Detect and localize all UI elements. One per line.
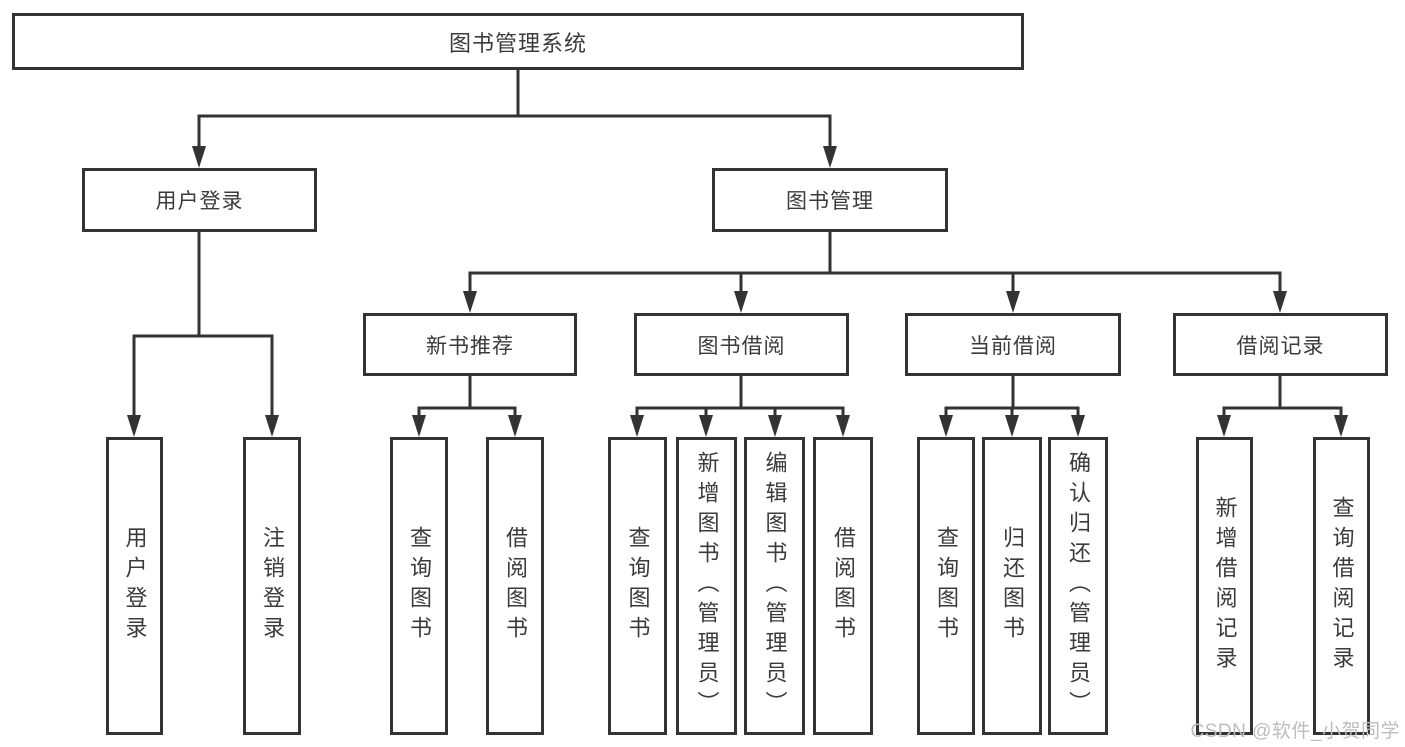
- node-book-management: 图书管理: [712, 168, 948, 232]
- leaf-label: 查询图书: [934, 526, 959, 646]
- leaf-label: 查询图书: [407, 526, 432, 646]
- leaf-label: 借阅图书: [831, 526, 856, 646]
- node-current-borrow: 当前借阅: [905, 313, 1121, 376]
- leaf-label: 注销登录: [260, 526, 285, 646]
- leaf-label: 查询借阅记录: [1329, 496, 1355, 676]
- leaf-label: 查询图书: [625, 526, 651, 646]
- node-user-login: 用户登录: [82, 168, 317, 232]
- node-label: 新书推荐: [426, 334, 514, 358]
- node-label: 借阅记录: [1236, 334, 1325, 358]
- leaf-confirm-return-admin: 确认归还（管理员）: [1048, 437, 1108, 735]
- leaf-label: 新增借阅记录: [1212, 496, 1238, 676]
- node-new-book-recommend: 新书推荐: [363, 313, 577, 376]
- leaf-return-books: 归还图书: [982, 437, 1042, 735]
- leaf-label: 新增图书（管理员）: [694, 451, 720, 721]
- leaf-query-books-current: 查询图书: [917, 437, 975, 735]
- node-label: 图书管理: [786, 190, 874, 213]
- leaf-borrow-books-recommend: 借阅图书: [486, 437, 544, 735]
- leaf-logout: 注销登录: [243, 437, 301, 735]
- node-library-management-system: 图书管理系统: [12, 13, 1024, 70]
- node-book-borrow: 图书借阅: [634, 313, 849, 376]
- leaf-query-borrow-record: 查询借阅记录: [1313, 437, 1370, 735]
- csdn-watermark: CSDN @软件_小贺同学: [1190, 721, 1400, 742]
- node-label: 图书借阅: [697, 334, 786, 358]
- leaf-add-books-admin: 新增图书（管理员）: [676, 437, 737, 735]
- leaf-query-books-borrow: 查询图书: [608, 437, 667, 735]
- node-borrow-records: 借阅记录: [1173, 313, 1388, 376]
- leaf-label: 借阅图书: [503, 526, 528, 646]
- leaf-borrow-books: 借阅图书: [813, 437, 873, 735]
- leaf-label: 用户登录: [122, 526, 148, 646]
- leaf-add-borrow-record: 新增借阅记录: [1196, 437, 1253, 735]
- leaf-label: 确认归还（管理员）: [1066, 451, 1091, 721]
- leaf-query-books-recommend: 查询图书: [390, 437, 448, 735]
- arrowheads: [127, 146, 1348, 437]
- node-label: 用户登录: [155, 190, 244, 213]
- node-label: 当前借阅: [969, 334, 1057, 358]
- leaf-user-login: 用户登录: [106, 437, 163, 735]
- leaf-label: 编辑图书（管理员）: [762, 451, 788, 721]
- node-label: 图书管理系统: [448, 30, 587, 56]
- leaf-label: 归还图书: [1000, 526, 1025, 646]
- leaf-edit-books-admin: 编辑图书（管理员）: [744, 437, 805, 735]
